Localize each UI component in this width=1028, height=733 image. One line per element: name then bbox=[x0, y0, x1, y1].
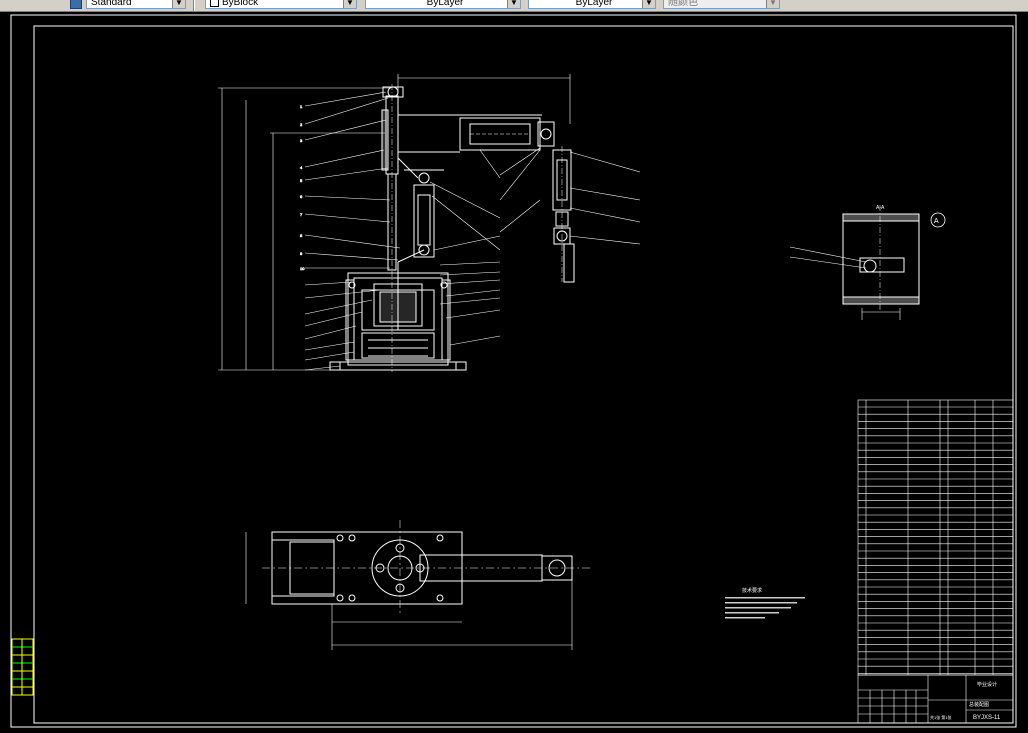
svg-text:1: 1 bbox=[300, 104, 303, 109]
svg-text:7: 7 bbox=[300, 212, 303, 217]
properties-toolbar: Standard ▼ ByBlock ▼ ByLayer ▼ ByLayer ▼… bbox=[0, 0, 1028, 12]
chevron-down-icon: ▼ bbox=[766, 0, 779, 8]
linetype-value: ByLayer bbox=[426, 0, 464, 8]
parts-list-table bbox=[857, 399, 1014, 676]
sheet-count: 共1张 第1张 bbox=[930, 714, 952, 720]
front-view bbox=[218, 74, 575, 372]
drawing-canvas[interactable]: 1 2 3 4 5 6 7 8 9 10 A A-A bbox=[0, 12, 1028, 733]
color-swatch-icon bbox=[210, 0, 219, 7]
plot-style-value: 随颜色 bbox=[668, 0, 698, 8]
part-leaders-right bbox=[429, 147, 641, 346]
chevron-down-icon[interactable]: ▼ bbox=[507, 0, 520, 8]
toolbar-separator bbox=[193, 0, 195, 11]
section-aa-view: A A-A bbox=[789, 205, 946, 320]
text-style-value: Standard bbox=[91, 0, 132, 8]
chevron-down-icon[interactable]: ▼ bbox=[172, 0, 185, 8]
svg-text:8: 8 bbox=[300, 233, 303, 238]
chevron-down-icon[interactable]: ▼ bbox=[642, 0, 655, 8]
lineweight-value: ByLayer bbox=[575, 0, 613, 8]
lineweight-dropdown[interactable]: ByLayer ▼ bbox=[528, 0, 656, 9]
drawing-name: 总装配图 bbox=[969, 701, 989, 708]
svg-text:10: 10 bbox=[300, 266, 305, 271]
svg-text:4: 4 bbox=[300, 165, 303, 170]
linetype-dropdown[interactable]: ByLayer ▼ bbox=[365, 0, 521, 9]
text-style-icon[interactable] bbox=[70, 0, 82, 9]
side-revision-bar bbox=[11, 638, 34, 696]
text-style-dropdown[interactable]: Standard ▼ bbox=[86, 0, 186, 9]
svg-text:5: 5 bbox=[300, 178, 303, 183]
section-label: A-A bbox=[876, 205, 885, 211]
plot-style-dropdown: 随颜色 ▼ bbox=[663, 0, 780, 9]
technical-notes: 技术要求 bbox=[725, 587, 805, 619]
inner-frame bbox=[33, 25, 1014, 724]
part-leaders-left: 1 2 3 4 5 6 7 8 9 10 bbox=[300, 91, 401, 371]
chevron-down-icon[interactable]: ▼ bbox=[343, 0, 356, 8]
svg-text:3: 3 bbox=[300, 138, 303, 143]
top-view bbox=[245, 520, 590, 650]
svg-text:2: 2 bbox=[300, 122, 303, 127]
company-name: 毕业设计 bbox=[977, 681, 997, 688]
svg-text:6: 6 bbox=[300, 194, 303, 199]
title-block: 毕业设计 总装配图 BYJXS-11 共1张 第1张 bbox=[857, 674, 1014, 724]
color-value: ByBlock bbox=[222, 0, 259, 8]
detail-label: A bbox=[934, 218, 939, 225]
svg-text:9: 9 bbox=[300, 251, 303, 256]
drawing-number: BYJXS-11 bbox=[973, 715, 1001, 721]
outer-frame bbox=[10, 14, 1017, 728]
tech-notes-title: 技术要求 bbox=[742, 587, 762, 594]
color-dropdown[interactable]: ByBlock ▼ bbox=[205, 0, 357, 9]
